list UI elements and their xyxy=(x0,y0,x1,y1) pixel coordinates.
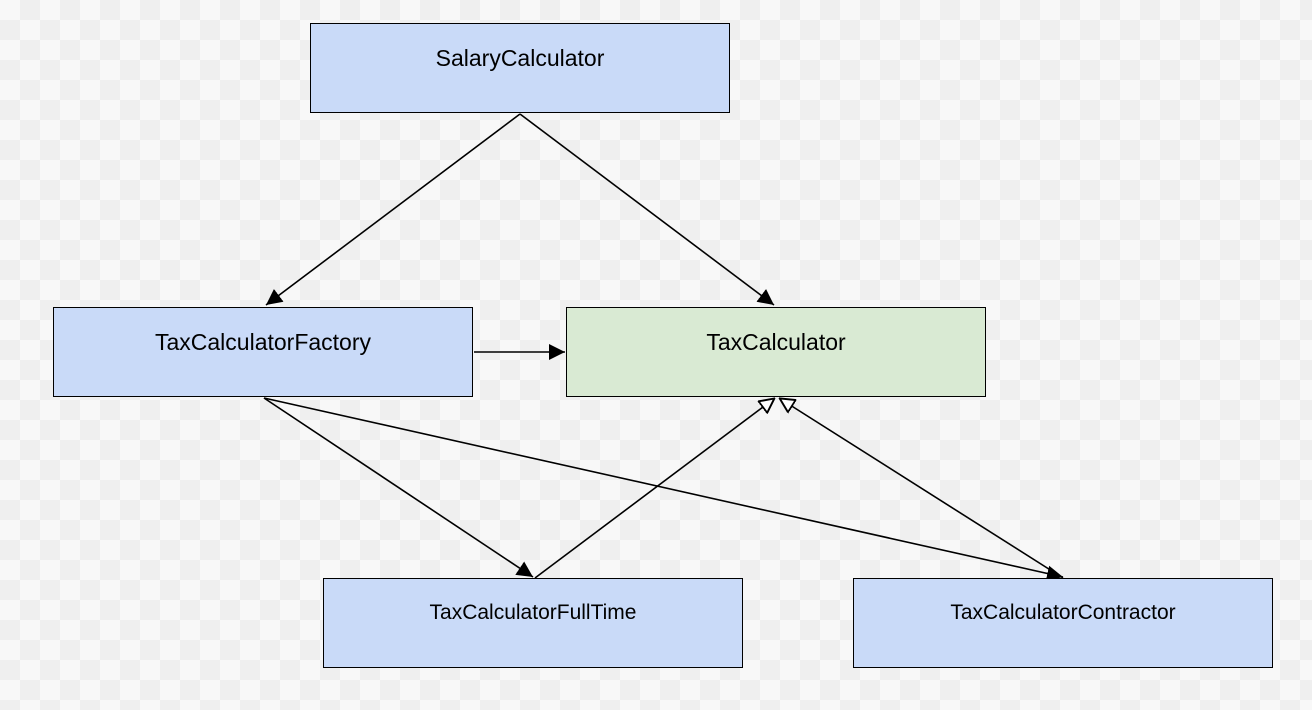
node-tax-calculator-full-time[interactable]: TaxCalculatorFullTime xyxy=(323,578,743,668)
node-label: SalaryCalculator xyxy=(435,45,605,71)
node-label: TaxCalculator xyxy=(706,329,846,355)
node-tax-calculator-contractor[interactable]: TaxCalculatorContractor xyxy=(853,578,1273,668)
edge-salary-calculator-to-tax-calculator-factory xyxy=(265,113,521,306)
node-label: TaxCalculatorFullTime xyxy=(429,601,637,624)
node-label: TaxCalculatorContractor xyxy=(950,601,1176,624)
node-tax-calculator[interactable]: TaxCalculator xyxy=(566,307,986,397)
node-salary-calculator[interactable]: SalaryCalculator xyxy=(310,23,730,113)
edge-tax-calculator-contractor-to-tax-calculator xyxy=(779,398,1064,579)
edge-tax-calculator-factory-to-tax-calculator-contractor xyxy=(263,397,1064,582)
node-tax-calculator-factory[interactable]: TaxCalculatorFactory xyxy=(53,307,473,397)
node-label: TaxCalculatorFactory xyxy=(154,329,372,355)
edge-tax-calculator-factory-to-tax-calculator-full-time xyxy=(263,397,534,578)
edge-salary-calculator-to-tax-calculator xyxy=(519,113,775,306)
edge-tax-calculator-full-time-to-tax-calculator xyxy=(534,398,775,579)
